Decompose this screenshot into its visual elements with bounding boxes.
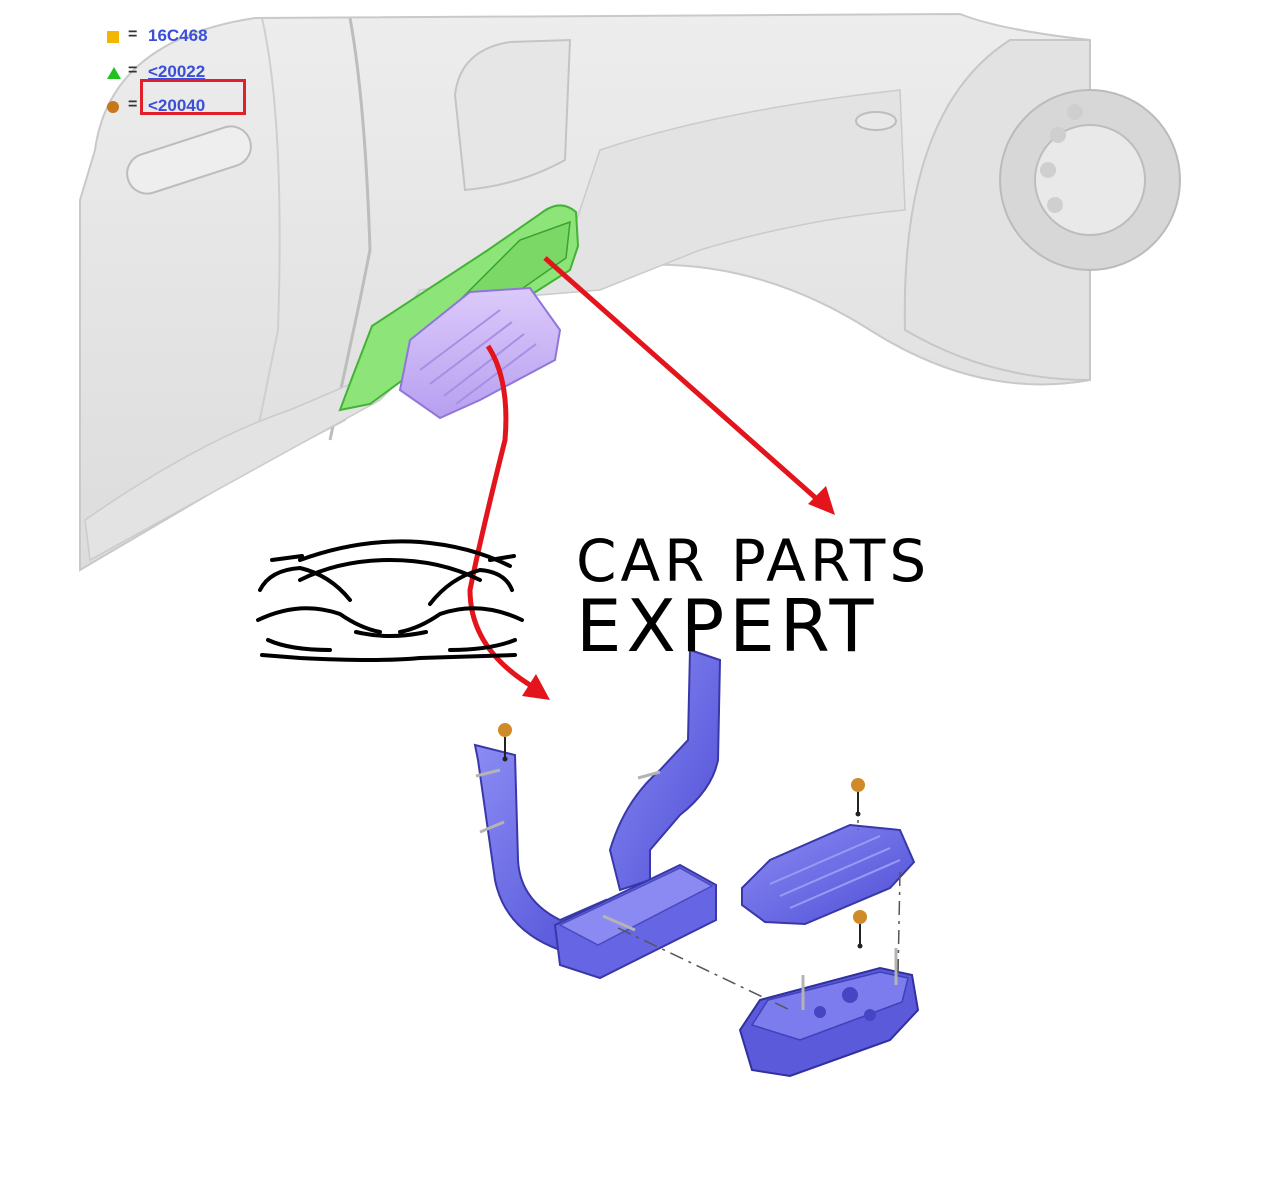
legend-equals: = [128, 62, 138, 79]
step-bracket-part [473, 648, 722, 980]
brand-line-1: CAR PARTS [576, 527, 931, 595]
legend-equals: = [128, 26, 138, 43]
side-marker-light [855, 111, 897, 131]
callout-arrows [467, 256, 835, 700]
truck-body-illustration [79, 12, 1181, 572]
tread-pad-part [741, 823, 916, 926]
step-housing-part [738, 948, 920, 1078]
brand-wordmark: CAR PARTS EXPERT [576, 532, 1036, 662]
fastener-marker-icon [851, 778, 865, 792]
arrow-to-bracket-detail [543, 256, 820, 502]
orange-square-icon [107, 31, 119, 43]
legend-equals: = [128, 96, 138, 113]
legend-highlight-box [140, 79, 246, 115]
fastener-markers [498, 723, 867, 949]
fastener-marker-icon [498, 723, 512, 737]
legend-code-link[interactable]: 16C468 [148, 26, 208, 45]
door-seam-line [328, 17, 372, 441]
b-pillar-line [249, 17, 281, 469]
green-triangle-icon [107, 67, 121, 79]
brand-line-2: EXPERT [576, 584, 879, 668]
fastener-marker-icon [853, 910, 867, 924]
fuel-door [453, 38, 572, 192]
arrowhead-right-icon [808, 486, 835, 515]
brown-circle-icon [107, 101, 119, 113]
legend-code-link[interactable]: <20022 [148, 62, 206, 81]
door-handle [126, 125, 252, 195]
arrowhead-left-icon [522, 674, 550, 700]
rocker-panel [84, 89, 906, 562]
legend-code-link[interactable]: <20040 [148, 96, 206, 115]
car-outline-logo [256, 539, 524, 662]
exploded-parts [473, 648, 920, 1078]
wheel [999, 89, 1181, 271]
purple-step-pad [398, 286, 562, 420]
